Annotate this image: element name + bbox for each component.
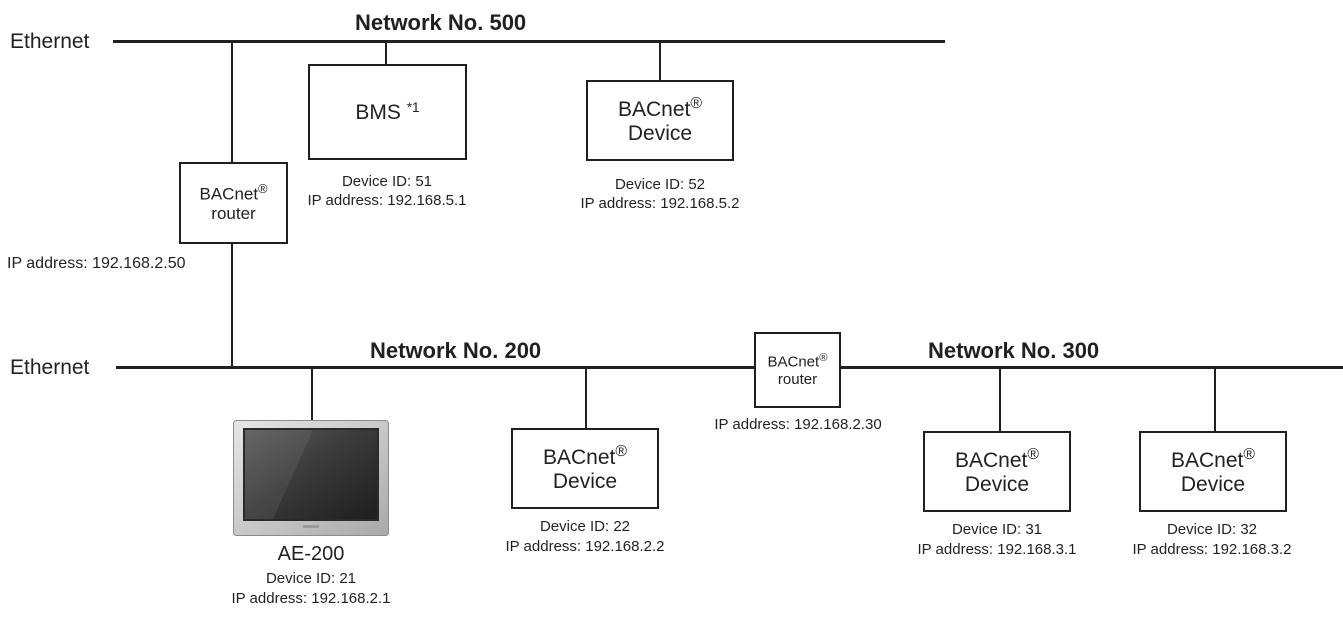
bms-ip: IP address: 192.168.5.1	[307, 192, 467, 209]
connector-dev32	[1214, 367, 1216, 431]
router-mid-line1: BACnet	[767, 353, 820, 371]
network-500-line	[113, 40, 945, 43]
dev52-device-id: Device ID: 52	[614, 176, 706, 193]
dev22-device-id: Device ID: 22	[539, 518, 631, 535]
router-top-line2: router	[211, 204, 256, 224]
ethernet-bottom-label: Ethernet	[10, 356, 90, 379]
bacnet-device-32: BACnet® Device	[1139, 431, 1287, 512]
registered-mark: ®	[258, 181, 268, 197]
network-200-line	[116, 366, 754, 369]
bms-footnote: *1	[406, 99, 420, 115]
connector-ae200	[311, 367, 313, 420]
ethernet-top-label: Ethernet	[10, 30, 90, 53]
dev31-line2: Device	[964, 472, 1030, 496]
bacnet-device-52: BACnet® Device	[586, 80, 734, 161]
network-500-title: Network No. 500	[355, 10, 527, 35]
ae200-controller-image	[233, 420, 389, 536]
dev32-line2: Device	[1180, 472, 1246, 496]
router-mid-ip: IP address: 192.168.2.30	[714, 416, 882, 433]
bms-box: BMS *1	[308, 64, 467, 160]
dev22-line2: Device	[552, 469, 618, 493]
connector-dev52	[659, 41, 661, 80]
dev52-line1: BACnet	[618, 97, 691, 121]
connector-router-top-up	[231, 41, 233, 162]
dev31-device-id: Device ID: 31	[951, 521, 1043, 538]
bacnet-router-mid: BACnet® router	[754, 332, 841, 408]
bms-device-id: Device ID: 51	[341, 173, 433, 190]
registered-mark: ®	[819, 351, 828, 364]
connector-dev22	[585, 367, 587, 428]
registered-mark: ®	[690, 94, 702, 112]
dev22-ip: IP address: 192.168.2.2	[505, 538, 665, 555]
connector-bms	[385, 41, 387, 64]
registered-mark: ®	[615, 442, 627, 460]
bacnet-router-top: BACnet® router	[179, 162, 288, 244]
registered-mark: ®	[1027, 445, 1039, 463]
network-300-line	[840, 366, 1343, 369]
ae200-name: AE-200	[277, 543, 345, 565]
bms-label: BMS	[355, 100, 401, 124]
connector-dev31	[999, 367, 1001, 431]
dev22-line1: BACnet	[543, 445, 616, 469]
network-300-title: Network No. 300	[928, 338, 1100, 363]
dev32-line1: BACnet	[1171, 448, 1244, 472]
dev31-ip: IP address: 192.168.3.1	[917, 541, 1077, 558]
registered-mark: ®	[1243, 445, 1255, 463]
router-top-ip: IP address: 192.168.2.50	[7, 255, 186, 272]
network-200-title: Network No. 200	[370, 338, 542, 363]
router-top-line1: BACnet	[199, 184, 259, 204]
bacnet-device-31: BACnet® Device	[923, 431, 1071, 512]
ae200-device-id: Device ID: 21	[265, 570, 357, 587]
connector-router-top-down	[231, 244, 233, 367]
dev32-device-id: Device ID: 32	[1166, 521, 1258, 538]
bacnet-device-22: BACnet® Device	[511, 428, 659, 509]
dev52-line2: Device	[627, 121, 693, 145]
ae200-ip: IP address: 192.168.2.1	[231, 590, 391, 607]
dev32-ip: IP address: 192.168.3.2	[1132, 541, 1292, 558]
dev52-ip: IP address: 192.168.5.2	[580, 195, 740, 212]
dev31-line1: BACnet	[955, 448, 1028, 472]
router-mid-line2: router	[777, 370, 818, 388]
